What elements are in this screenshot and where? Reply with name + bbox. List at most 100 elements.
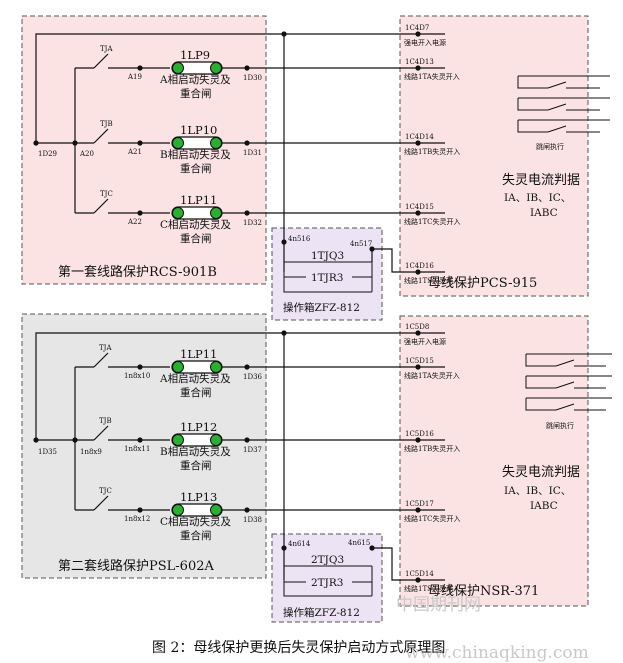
watermark-cn: 中国期刊网 (396, 595, 481, 615)
node-in-rcs-tja: A19 (127, 73, 142, 81)
plate-contact-left-psl-tjc (172, 504, 184, 516)
wiring-bottom (35, 332, 418, 597)
branch-desc-rcs-tjc: C相启动失灵及 (160, 218, 232, 231)
node-in-psl-tja: 1n8x10 (124, 372, 150, 380)
plate-contact-right-psl-tja (210, 361, 222, 373)
plate-label-rcs-tjc: 1LP11 (180, 193, 217, 207)
box1-relay-b: 1TJR3 (311, 272, 343, 284)
terminal-pcs-3: 线路1TC失灵开入 1C4D15 (404, 203, 460, 226)
box2-node-out: 4n615 (348, 539, 370, 547)
terminal-node-nsr-0: 1C5D8 (405, 323, 429, 331)
pcs-judge: 失灵电流判据 (502, 173, 580, 188)
terminal-label-nsr-3: 线路1TC失灵开入 (404, 514, 460, 523)
plate-contact-left-psl-tjb (172, 434, 184, 446)
nsr-title: 母线保护NSR-371 (428, 584, 539, 599)
pcs-title: 母线保护PCS-915 (428, 276, 537, 291)
node-in-dot-rcs-tjb (137, 140, 143, 146)
switch-contact-psl-tja (93, 352, 109, 368)
plate-contact-right-rcs-tjc (210, 207, 222, 219)
switch-label-psl-tjc: TJC (99, 487, 112, 495)
psl-common-node: 1D35 (38, 448, 57, 456)
plate-label-rcs-tjb: 1LP10 (180, 123, 217, 137)
rcs-common-node: 1D29 (38, 150, 57, 158)
panel-psl-602a (21, 313, 267, 579)
node-out-psl-tjb: 1D37 (243, 446, 262, 454)
plate-contact-left-rcs-tjb (172, 137, 184, 149)
panel-operation-box-2 (271, 533, 383, 623)
terminal-label-pcs-4: 线路1TS失灵开入 (404, 276, 460, 285)
terminal-label-pcs-0: 强电开入电源 (404, 38, 446, 47)
switch-label-psl-tjb: TJB (99, 417, 112, 425)
plate-label-rcs-tja: 1LP9 (180, 48, 210, 62)
figure-caption: 图 2：母线保护更换后失灵保护启动方式原理图 (152, 639, 445, 656)
terminal-label-pcs-2: 线路1TB失灵开入 (404, 147, 460, 156)
nsr-judge: 失灵电流判据 (502, 465, 580, 480)
pcs-iabc: IABC (530, 207, 558, 219)
branch-desc2-psl-tja: 重合闸 (180, 386, 212, 399)
rcs-bus-node: A20 (79, 150, 94, 158)
watermark-url: www.chinaqking.com (405, 643, 589, 663)
switch-contact-rcs-tja (93, 53, 109, 69)
plate-contact-left-rcs-tja (172, 62, 184, 74)
terminal-node-pcs-4: 1C4D16 (405, 262, 434, 270)
switch-contact-psl-tjc (93, 495, 109, 511)
switch-contact-rcs-tjb (93, 128, 109, 144)
terminal-node-nsr-3: 1C5D17 (405, 500, 434, 508)
switch-label-psl-tja: TJA (99, 344, 112, 352)
box1-node-in: 4n516 (288, 235, 311, 243)
terminal-node-pcs-1: 1C4D13 (405, 58, 434, 66)
branch-desc-psl-tja: A相启动失灵及 (159, 372, 231, 385)
branch-desc-rcs-tja: A相启动失灵及 (159, 73, 231, 86)
switch-contact-psl-tjb (93, 425, 109, 441)
node-out-rcs-tjc: 1D32 (243, 219, 262, 227)
node-in-dot-psl-tjb (137, 437, 143, 443)
box1-relay-a: 1TJQ3 (311, 250, 344, 262)
plate-label-psl-tja: 1LP11 (180, 347, 217, 361)
box1-title: 操作箱ZFZ-812 (283, 301, 360, 314)
node-out-psl-tja: 1D36 (243, 373, 263, 381)
box2-node-in: 4n614 (288, 540, 311, 548)
terminal-label-pcs-3: 线路1TC失灵开入 (404, 217, 460, 226)
terminal-node-pcs-2: 1C4D14 (405, 133, 434, 141)
branch-desc2-psl-tjc: 重合闸 (180, 529, 212, 542)
wiring-top (35, 33, 418, 293)
panel-operation-box-1 (271, 227, 383, 321)
node-in-dot-psl-tja (137, 364, 143, 370)
node-out-rcs-tja: 1D30 (243, 74, 262, 82)
box2-relay-a: 2TJQ3 (311, 554, 344, 566)
node-in-dot-psl-tjc (137, 507, 143, 513)
plate-contact-right-psl-tjb (210, 434, 222, 446)
node-in-psl-tjb: 1n8x11 (124, 445, 150, 453)
switch-label-rcs-tjb: TJB (100, 120, 113, 128)
plate-contact-left-psl-tja (172, 361, 184, 373)
node-in-rcs-tjc: A22 (127, 218, 142, 226)
branch-desc-psl-tjb: B相启动失灵及 (160, 445, 231, 458)
terminal-pcs-4: 线路1TS失灵开入 1C4D16 (404, 262, 460, 285)
psl-bus-node: 1n8x9 (80, 448, 102, 456)
terminal-pcs-2: 线路1TB失灵开入 1C4D14 (404, 133, 460, 156)
rcs-title: 第一套线路保护RCS-901B (58, 264, 217, 280)
plate-contact-left-rcs-tjc (172, 207, 184, 219)
panel-nsr-371 (399, 315, 589, 607)
pcs-exec: 跳闸执行 (536, 142, 564, 151)
plate-contact-right-rcs-tja (210, 62, 222, 74)
terminal-node-nsr-2: 1C5D16 (405, 430, 434, 438)
trip-contacts-pcs (517, 75, 610, 133)
node-in-dot-rcs-tjc (137, 210, 143, 216)
node-out-rcs-tjb: 1D31 (243, 149, 262, 157)
terminal-node-pcs-3: 1C4D15 (405, 203, 434, 211)
node-in-psl-tjc: 1n8x12 (124, 515, 150, 523)
terminal-node-nsr-1: 1C5D15 (405, 357, 434, 365)
